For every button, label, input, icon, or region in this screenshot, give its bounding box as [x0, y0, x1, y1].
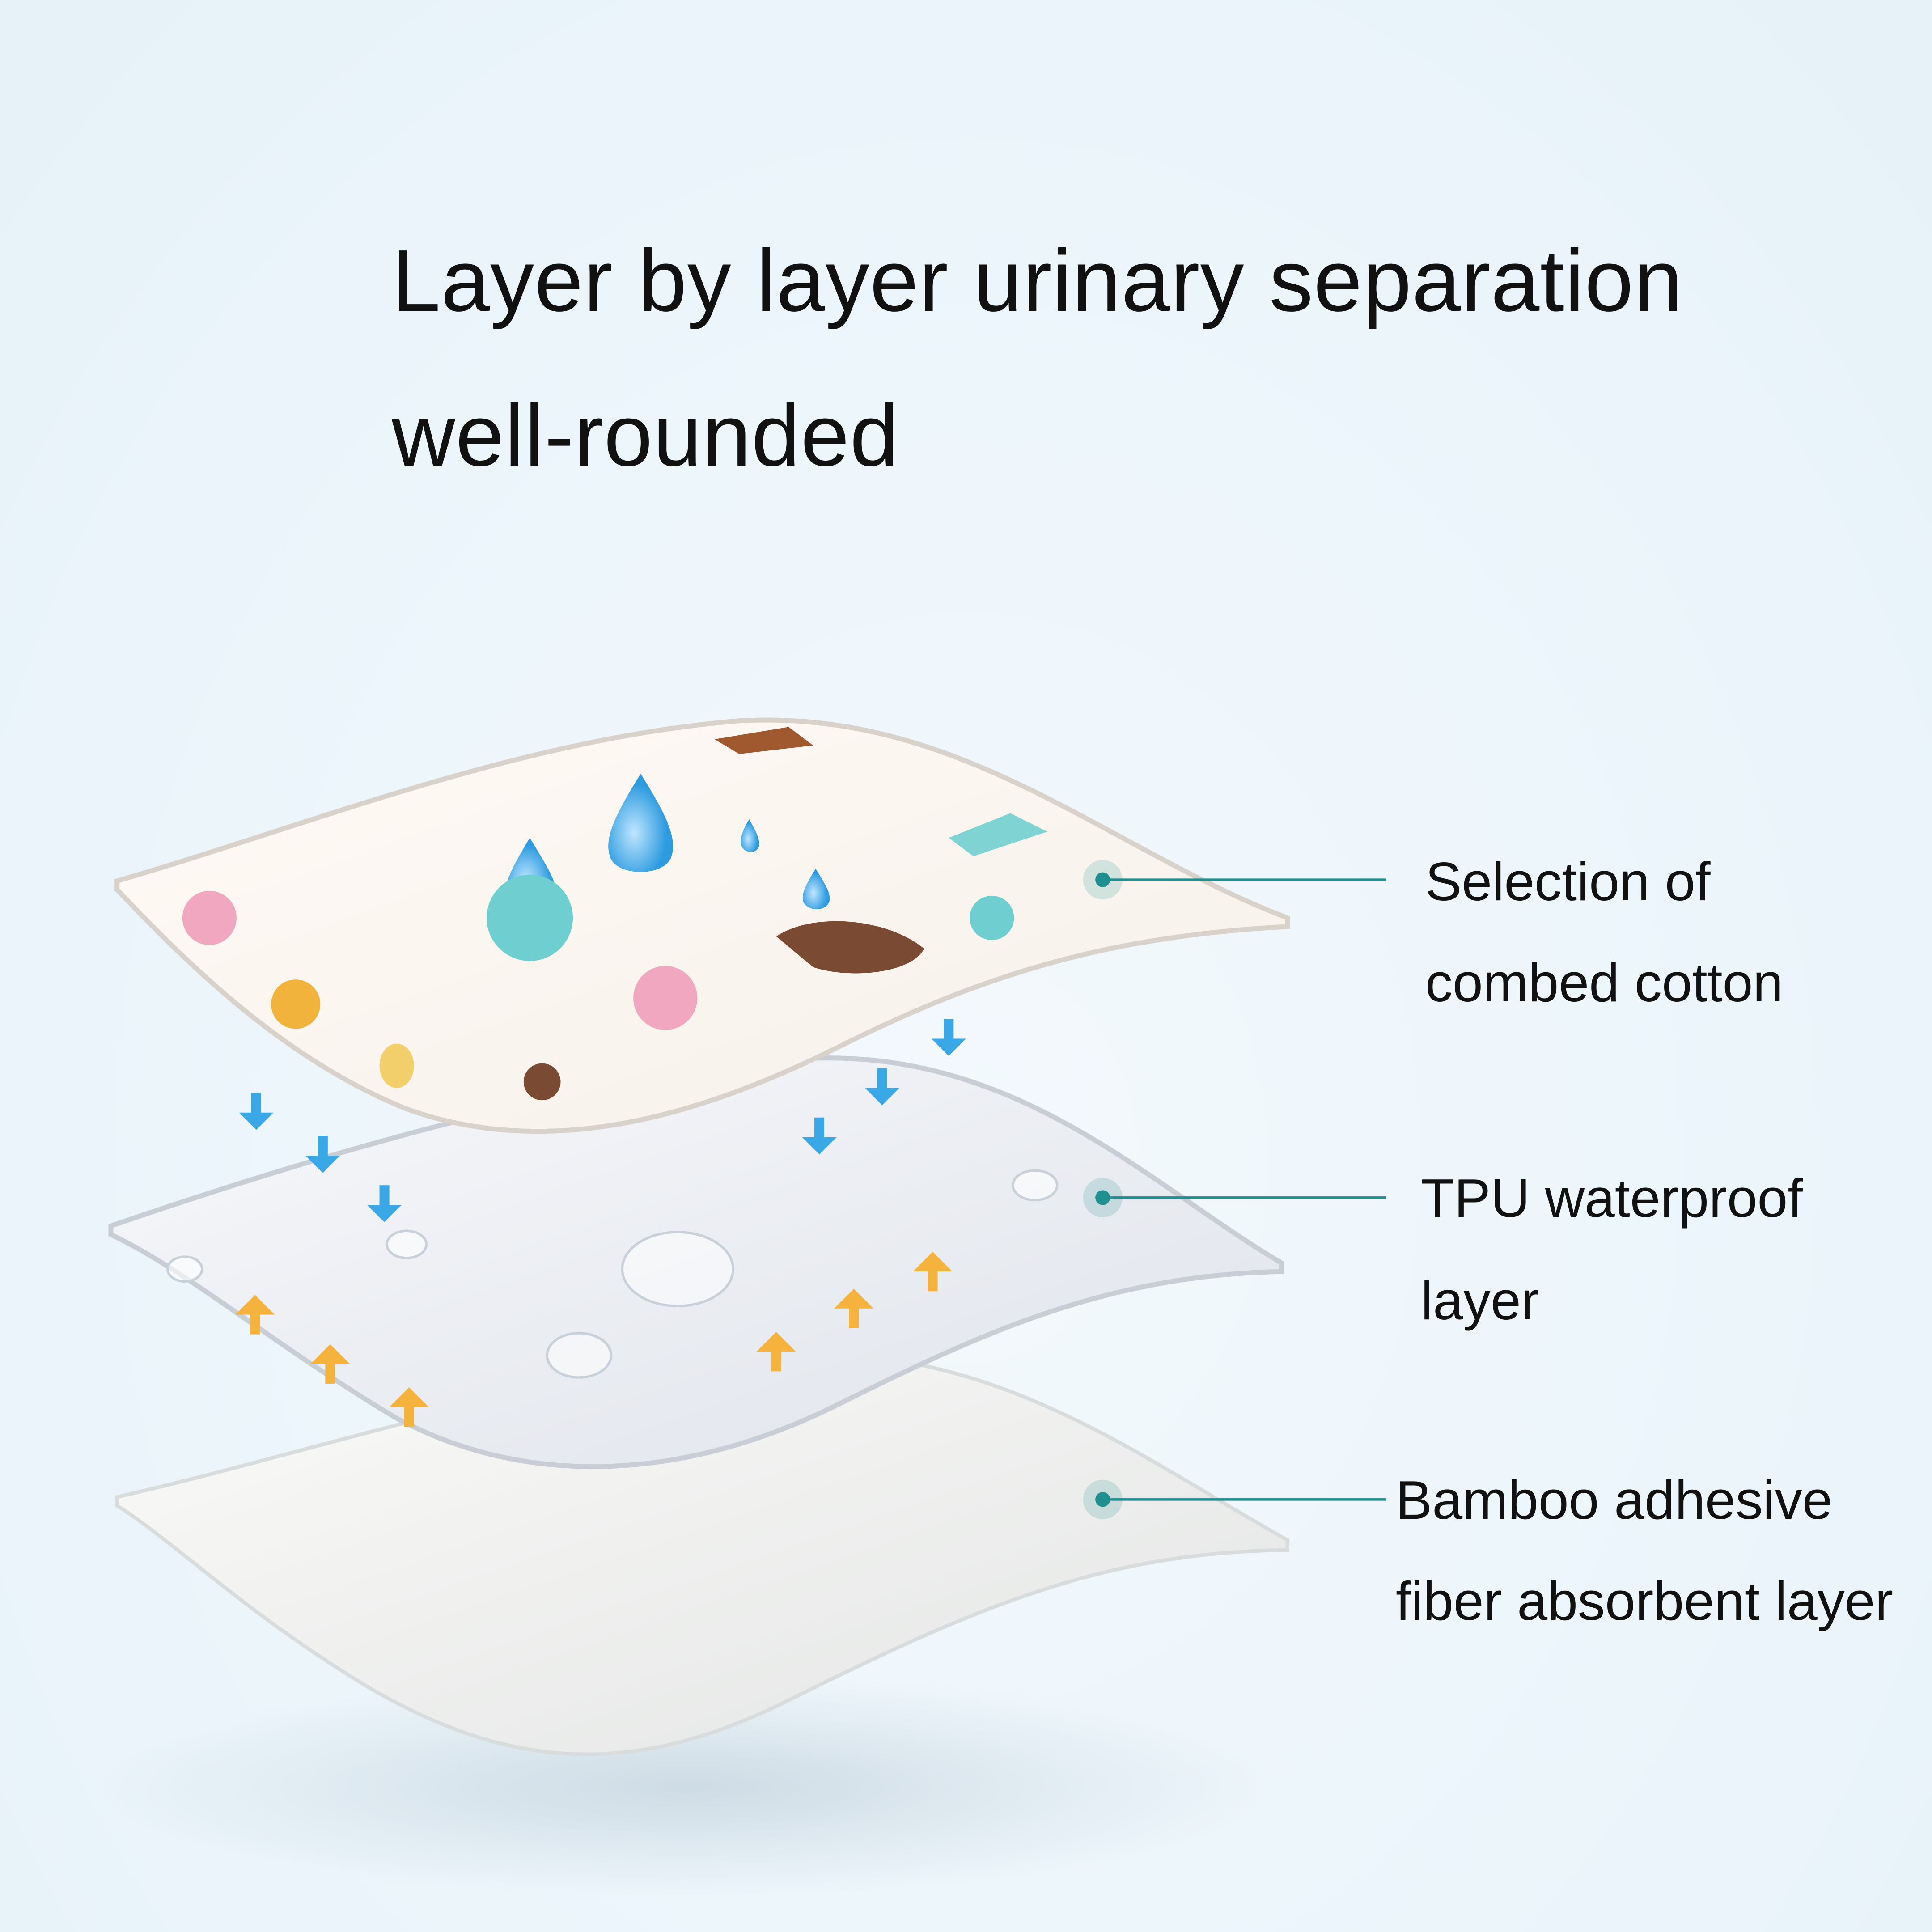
bamboo-label-line-1: Bamboo adhesive [1396, 1470, 1833, 1530]
down-arrow-icon [305, 1136, 340, 1173]
tpu-label-line-1: TPU waterproof [1421, 1168, 1803, 1229]
callout-bamboo [1083, 1479, 1386, 1519]
bamboo-label-line-2: fiber absorbent layer [1396, 1571, 1894, 1631]
up-arrow-icon [310, 1344, 350, 1384]
callout-tpu [1083, 1178, 1386, 1217]
callout-cotton [1083, 860, 1386, 900]
down-arrow-icon [802, 1117, 837, 1155]
floor-shadow [98, 1675, 1282, 1898]
cotton-print-pattern [182, 727, 1047, 1101]
tpu-label-line-2: layer [1421, 1270, 1539, 1331]
up-arrow-icon [834, 1288, 874, 1328]
combed-cotton-layer [114, 717, 1290, 1134]
up-arrow-icon [389, 1387, 429, 1427]
up-arrow-icon [756, 1332, 796, 1372]
down-arrow-icon [367, 1185, 402, 1222]
headline-line-2: well-rounded [392, 386, 899, 484]
down-arrow-icon [931, 1019, 966, 1056]
headline-line-1: Layer by layer urinary separation [392, 232, 1683, 330]
up-arrow-icon [913, 1252, 953, 1292]
down-arrow-icon [239, 1093, 274, 1130]
cotton-label-line-2: combed cotton [1425, 952, 1784, 1013]
cotton-label-line-1: Selection of [1425, 851, 1711, 912]
tpu-droplets [166, 1169, 1059, 1379]
down-arrow-icon [865, 1068, 900, 1106]
